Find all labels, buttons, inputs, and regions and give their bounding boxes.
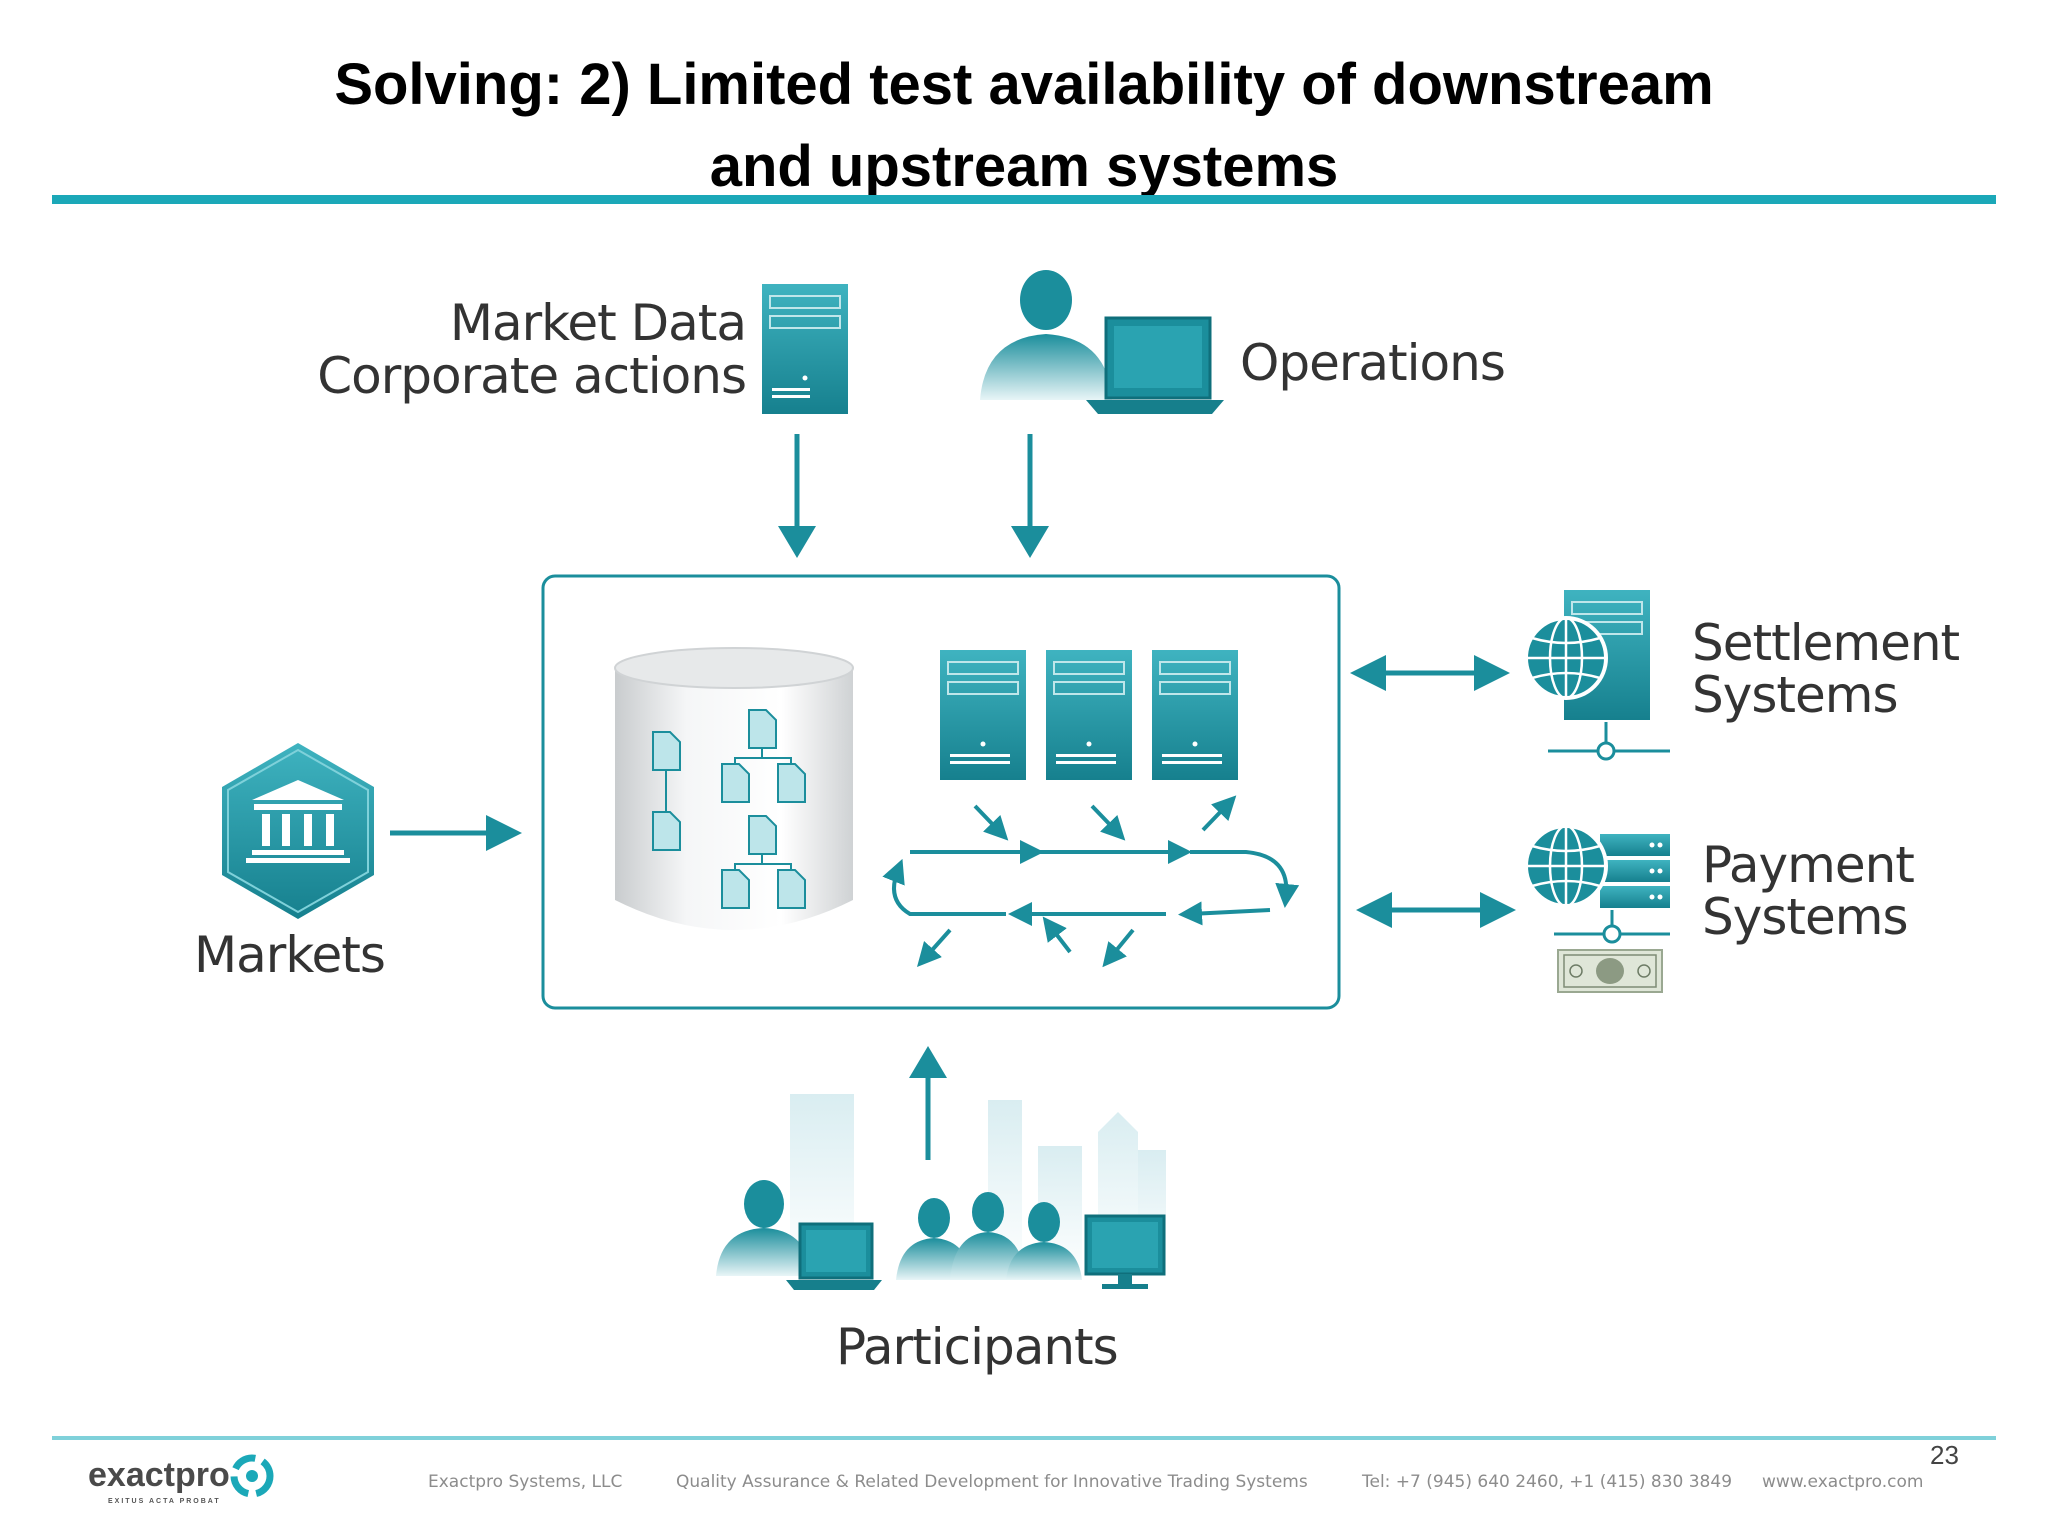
footer-tagline: Quality Assurance & Related Development … (676, 1472, 1308, 1492)
participants-label: Participants (836, 1318, 1118, 1376)
exactpro-logo: exactpro (88, 1456, 230, 1494)
globe-server-icon (1524, 590, 1670, 761)
title-line-1: Solving: 2) Limited test availability of… (334, 52, 1714, 117)
database-icon (614, 647, 854, 930)
settlement-systems-label: Systems (1692, 666, 1898, 724)
process-flow-arrows (882, 795, 1300, 968)
footer-rule (52, 1436, 1996, 1440)
logo-tagline: EXITUS ACTA PROBAT (108, 1498, 221, 1505)
logo-mark-icon (230, 1454, 274, 1498)
market-data-label: Market Data (450, 294, 746, 352)
architecture-diagram: Market Data Corporate actions Operations (194, 270, 1961, 1376)
bank-icon (222, 743, 374, 919)
globe-server-icon (1524, 824, 1670, 944)
people-icon (716, 1180, 1166, 1290)
settlement-label: Settlement (1692, 614, 1960, 672)
arrow-icon (1350, 655, 1510, 691)
payment-systems-label: Systems (1702, 888, 1908, 946)
server-icon (1152, 650, 1238, 780)
arrow-icon (1356, 892, 1516, 928)
arrow-icon (909, 1046, 947, 1160)
markets-label: Markets (194, 926, 385, 984)
title-underline (52, 195, 1996, 204)
payment-label: Payment (1702, 836, 1914, 894)
server-icon (762, 284, 848, 414)
slide-title: Solving: 2) Limited test availability of… (0, 44, 2048, 208)
footer-website[interactable]: www.exactpro.com (1762, 1472, 1924, 1492)
person-laptop-icon (980, 270, 1224, 414)
operations-label: Operations (1240, 334, 1505, 392)
server-icon (940, 650, 1026, 780)
footer-phone: Tel: +7 (945) 640 2460, +1 (415) 830 384… (1362, 1472, 1733, 1492)
dollar-bill-icon (1557, 949, 1663, 993)
footer-company: Exactpro Systems, LLC (428, 1472, 623, 1492)
corporate-actions-label: Corporate actions (317, 347, 746, 405)
arrow-icon (778, 434, 1049, 558)
page-number: 23 (1930, 1440, 1959, 1470)
server-icon (1046, 650, 1132, 780)
title-line-2: and upstream systems (709, 134, 1339, 199)
arrow-icon (390, 815, 522, 851)
